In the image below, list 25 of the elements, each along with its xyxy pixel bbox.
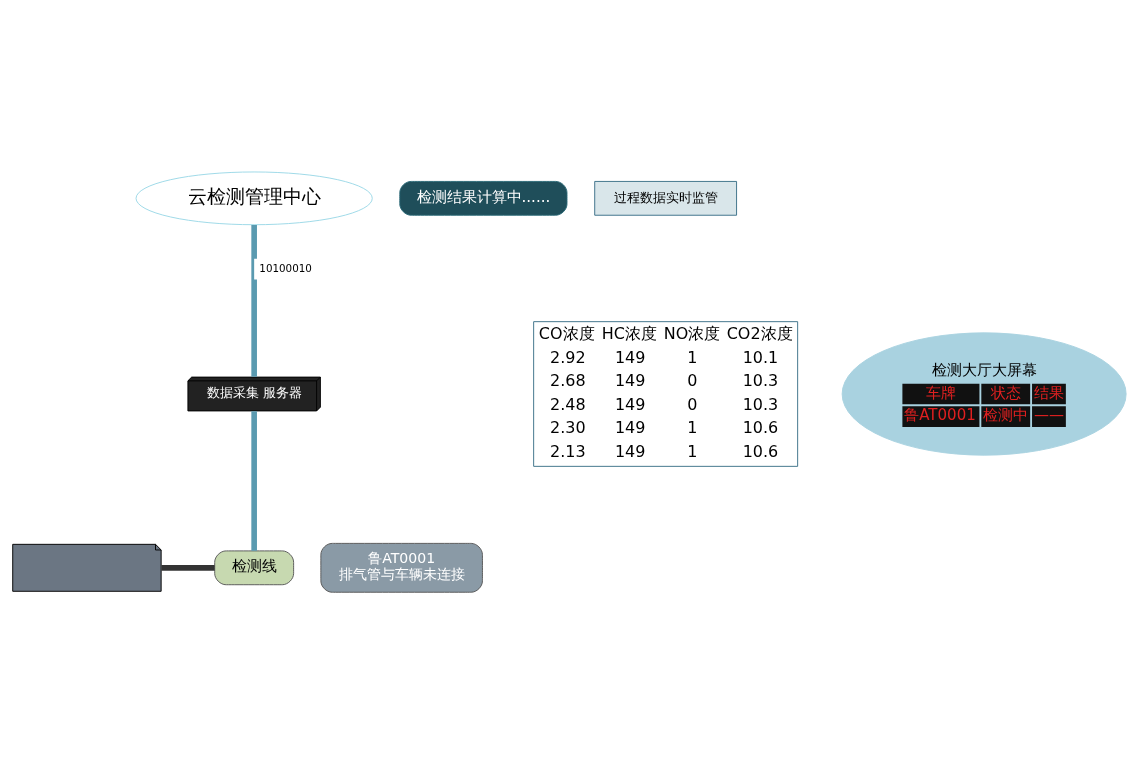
label: 2.92 <box>550 347 586 367</box>
label: 0 <box>687 394 698 414</box>
label: 149 <box>614 418 646 438</box>
label: CO浓度 <box>538 324 595 344</box>
label: NO浓度 <box>663 324 721 344</box>
label: 10.6 <box>742 418 779 438</box>
label: 10.3 <box>742 371 779 391</box>
label: 149 <box>614 371 646 391</box>
label: 1 <box>687 418 698 438</box>
label: HC浓度 <box>601 324 657 344</box>
label: 2.30 <box>550 418 586 438</box>
label: 10.6 <box>742 441 779 461</box>
label: 149 <box>614 394 646 414</box>
edge-label: 10100010 <box>259 261 312 274</box>
label: 1 <box>687 441 698 461</box>
label: 10.3 <box>742 394 779 414</box>
label: 0 <box>687 371 698 391</box>
label: 2.48 <box>550 394 586 414</box>
label: 149 <box>614 441 646 461</box>
label: 1 <box>687 347 698 367</box>
label: 2.68 <box>550 371 586 391</box>
label: 10.1 <box>742 347 779 367</box>
label: 2.13 <box>550 441 586 461</box>
label: 149 <box>614 347 646 367</box>
label: CO2浓度 <box>726 324 793 344</box>
